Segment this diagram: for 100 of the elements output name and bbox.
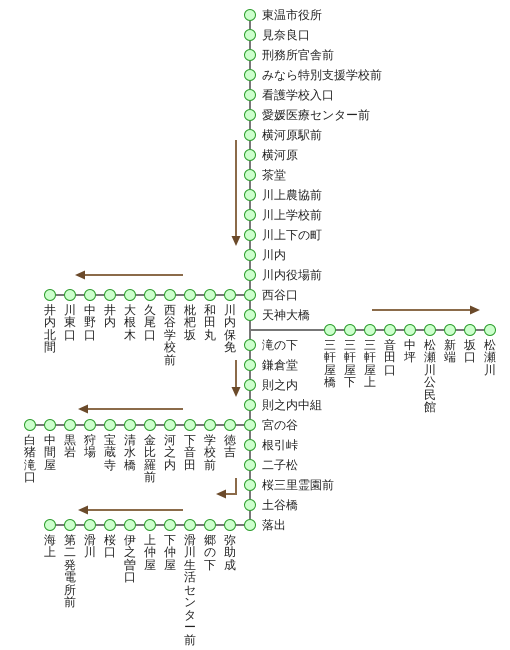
stop-name: みなら特別支援学校前 xyxy=(262,68,382,82)
stop-name: 第二発電所前 xyxy=(64,534,76,609)
stop-name: 学校前 xyxy=(204,434,216,472)
stop-name: 滑川 xyxy=(84,534,96,559)
stop-name: 三軒屋下 xyxy=(344,339,356,389)
route-line xyxy=(249,321,251,339)
route-line xyxy=(249,41,251,49)
route-line xyxy=(456,329,464,331)
route-line xyxy=(196,294,204,296)
route-line xyxy=(116,424,124,426)
route-line xyxy=(96,424,104,426)
stop-name: 大根木 xyxy=(124,304,136,342)
route-line xyxy=(156,294,164,296)
stop-name: 天神大橋 xyxy=(262,308,310,322)
route-line xyxy=(249,101,251,109)
stop-name: 井内 xyxy=(104,304,116,329)
route-line xyxy=(249,431,251,439)
route-line xyxy=(249,351,251,359)
route-line xyxy=(136,524,144,526)
route-line xyxy=(236,524,244,526)
route-line xyxy=(249,121,251,129)
route-line xyxy=(56,524,64,526)
stop-name: 桜口 xyxy=(104,534,116,559)
stop-name: 和田丸 xyxy=(204,304,216,342)
stop-name: 土谷橋 xyxy=(262,498,298,512)
route-line xyxy=(136,294,144,296)
route-line xyxy=(249,81,251,89)
stop-name: 枇杷坂 xyxy=(184,304,196,342)
stop-name: 上仲屋 xyxy=(144,534,156,572)
route-line xyxy=(196,524,204,526)
stop-name: 黒岩 xyxy=(64,434,76,459)
route-line xyxy=(216,424,224,426)
route-line xyxy=(249,411,251,419)
stop-name: 落出 xyxy=(262,518,286,532)
stop-name: 桜三里霊園前 xyxy=(262,478,334,492)
stop-name: 川東口 xyxy=(64,304,76,342)
stop-name: 茶堂 xyxy=(262,168,286,182)
stop-name: 鎌倉堂 xyxy=(262,358,298,372)
route-line xyxy=(96,294,104,296)
route-line xyxy=(336,329,344,331)
stop-name: 河之内 xyxy=(164,434,176,472)
stop-name: 西谷口 xyxy=(262,288,298,302)
stop-name: 弥助成 xyxy=(224,534,236,572)
route-line xyxy=(176,524,184,526)
route-line xyxy=(249,221,251,229)
route-line xyxy=(249,471,251,479)
route-line xyxy=(436,329,444,331)
route-line xyxy=(249,261,251,269)
route-line xyxy=(76,424,84,426)
route-line xyxy=(249,281,251,289)
stop-name: 西谷学校前 xyxy=(164,304,176,366)
route-line xyxy=(76,294,84,296)
stop-name: 新端 xyxy=(444,339,456,364)
route-line xyxy=(76,524,84,526)
route-line xyxy=(249,201,251,209)
stop-name: 松瀬川公民館 xyxy=(424,339,436,414)
stop-name: 清水橋 xyxy=(124,434,136,472)
route-line xyxy=(249,301,251,309)
route-line xyxy=(249,391,251,399)
route-line xyxy=(236,294,244,296)
stop-name: 金比羅前 xyxy=(144,434,156,484)
route-line xyxy=(116,294,124,296)
stop-name: 徳吉 xyxy=(224,434,236,459)
stop-name: 見奈良口 xyxy=(262,28,310,42)
route-line xyxy=(476,329,484,331)
route-line xyxy=(96,524,104,526)
stop-name: 下仲屋 xyxy=(164,534,176,572)
stop-name: 宮の谷 xyxy=(262,418,298,432)
route-line xyxy=(249,161,251,169)
stop-name: 川上農協前 xyxy=(262,188,322,202)
stop-name: 滝の下 xyxy=(262,338,298,352)
route-line xyxy=(249,451,251,459)
stop-name: 愛媛医療センター前 xyxy=(262,108,370,122)
stop-name: 根引峠 xyxy=(262,438,298,452)
stop-name: 松瀬川 xyxy=(484,339,496,376)
stop-name: 横河原 xyxy=(262,148,298,162)
route-line xyxy=(376,329,384,331)
route-line xyxy=(236,424,244,426)
route-line xyxy=(176,294,184,296)
stop-name: 海上 xyxy=(44,534,56,559)
stop-name: 郷の下 xyxy=(204,534,216,572)
stop-name: 井内北間 xyxy=(44,304,56,354)
route-line xyxy=(249,511,251,519)
stop-name: 横河原駅前 xyxy=(262,128,322,142)
stop-name: 中間屋 xyxy=(44,434,56,472)
stop-name: 則之内 xyxy=(262,378,298,392)
stop-name: 川上下の町 xyxy=(262,228,322,242)
stop-name: 刑務所官舎前 xyxy=(262,48,334,62)
stop-name: 久尾口 xyxy=(144,304,156,342)
route-line xyxy=(136,424,144,426)
stop-name: 白猪滝口 xyxy=(24,434,36,484)
route-line xyxy=(356,329,364,331)
route-line xyxy=(156,524,164,526)
route-line xyxy=(416,329,424,331)
route-line xyxy=(396,329,404,331)
route-line xyxy=(196,424,204,426)
route-line xyxy=(176,424,184,426)
route-line xyxy=(156,424,164,426)
stop-name: 三軒屋上 xyxy=(364,339,376,389)
stop-name: 東温市役所 xyxy=(262,8,322,22)
